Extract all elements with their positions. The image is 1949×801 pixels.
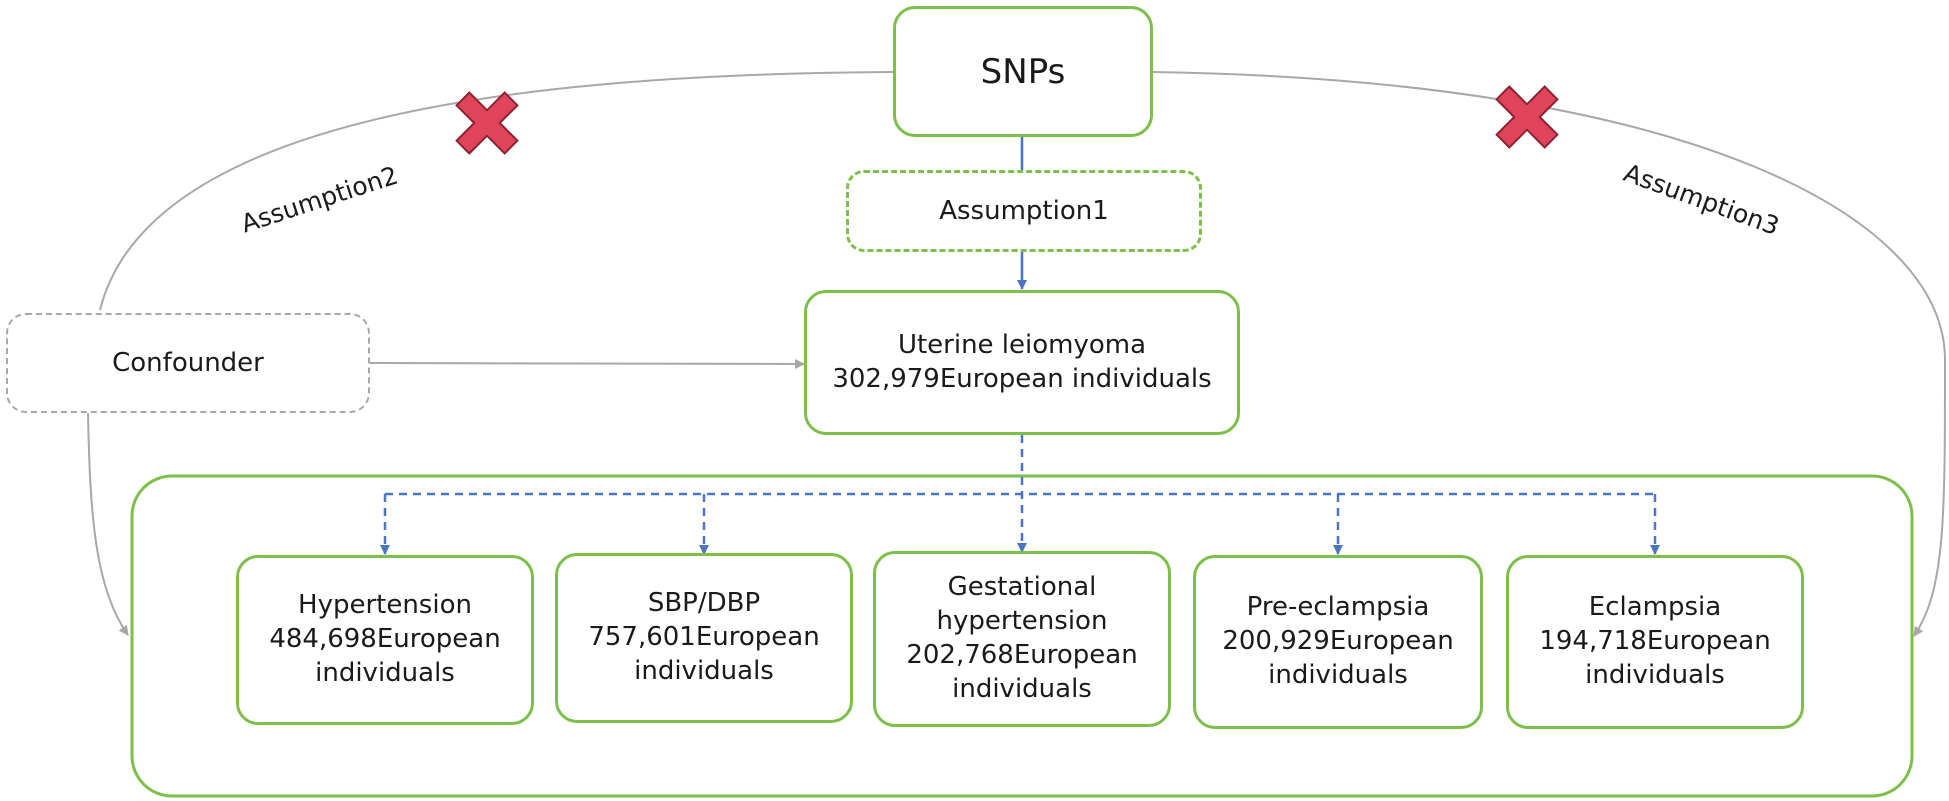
snps-node: SNPs [893, 6, 1153, 137]
outcome-line: Gestational [947, 572, 1097, 603]
outcome-line: individuals [634, 655, 774, 686]
confounder-label: Confounder [112, 348, 264, 378]
outcome-node-pre-eclampsia: Pre-eclampsia 200,929European individual… [1193, 555, 1483, 729]
confounder-to-exposure-arrow [369, 358, 805, 369]
outcome-line: SBP/DBP [647, 588, 761, 619]
outcome-line: 484,698European [269, 624, 501, 655]
outcome-line: 200,929European [1222, 626, 1454, 657]
assumption1-node: Assumption1 [846, 170, 1202, 252]
outcome-line: individuals [315, 657, 455, 688]
outcome-node-sbp-dbp: SBP/DBP 757,601European individuals [555, 553, 853, 723]
outcome-line: individuals [952, 673, 1092, 704]
snps-to-outcomes-curve [1151, 71, 1947, 637]
snps-label: SNPs [980, 51, 1066, 92]
confounder-to-outcomes-arrow [87, 412, 129, 636]
outcome-line: hypertension [936, 606, 1108, 637]
outcomes-container [130, 474, 1914, 798]
outcome-line: Pre-eclampsia [1246, 592, 1430, 623]
red-cross-icon [1495, 85, 1559, 149]
exposure-title: Uterine leiomyoma [897, 329, 1147, 360]
outcome-line: individuals [1585, 659, 1725, 690]
outcome-node-eclampsia: Eclampsia 194,718European individuals [1506, 555, 1804, 729]
exposure-node: Uterine leiomyoma 302,979European indivi… [804, 290, 1240, 435]
outcome-line: Hypertension [298, 590, 472, 621]
snps-to-confounder-curve [99, 71, 896, 311]
outcome-line: Eclampsia [1588, 592, 1722, 623]
exposure-sample: 302,979European individuals [832, 363, 1212, 394]
outcome-node-hypertension: Hypertension 484,698European individuals [236, 555, 534, 725]
outcome-line: 194,718European [1539, 626, 1771, 657]
red-cross-icon [455, 91, 519, 155]
outcome-line: individuals [1268, 659, 1408, 690]
confounder-node: Confounder [6, 313, 370, 413]
outcome-node-gestational-hypertension: Gestational hypertension 202,768European… [873, 551, 1171, 727]
assumption1-label: Assumption1 [939, 196, 1109, 226]
outcome-line: 202,768European [906, 640, 1138, 670]
outcome-line: 757,601European [588, 622, 820, 653]
